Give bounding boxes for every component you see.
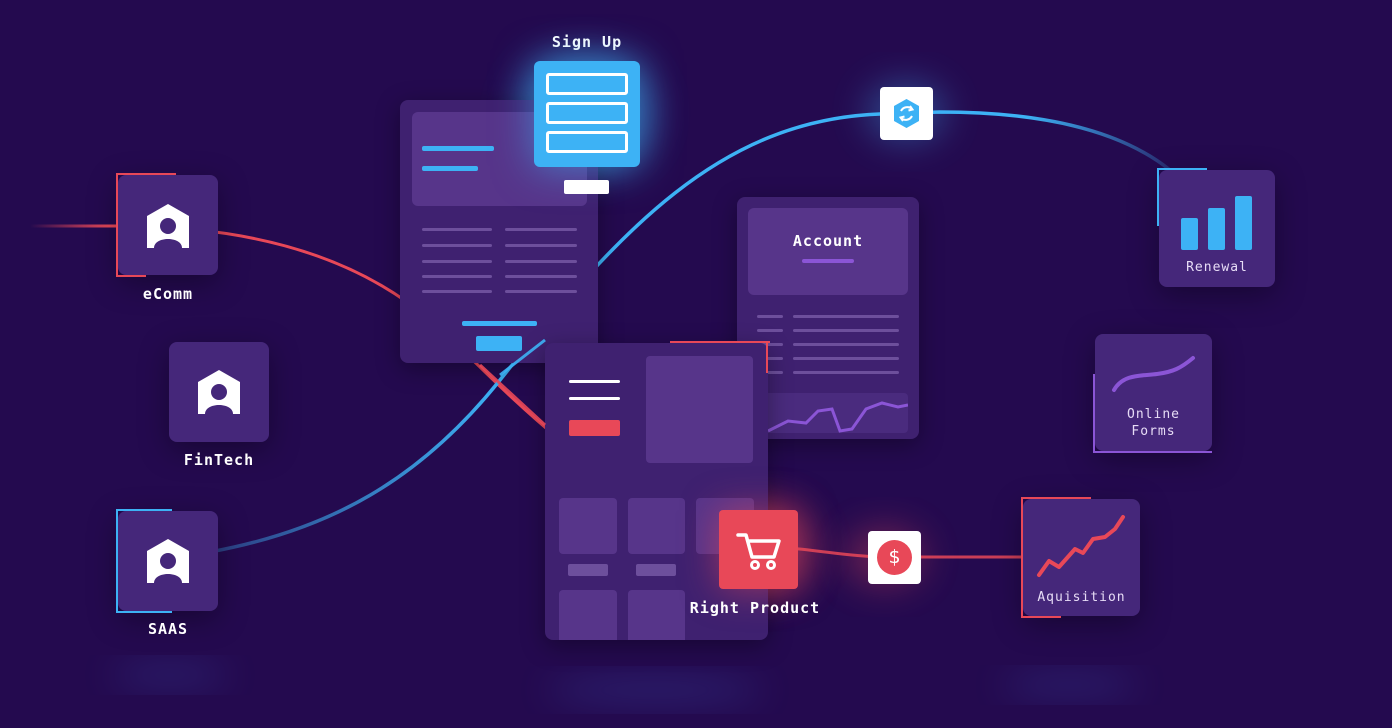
acquisition-tile[interactable]: Aquisition bbox=[1021, 497, 1140, 618]
online-forms-label-line2: Forms bbox=[1131, 424, 1176, 439]
signup-label: Sign Up bbox=[551, 33, 623, 51]
bar-chart-icon bbox=[1181, 196, 1252, 250]
segment-label-fintech: FinTech bbox=[183, 451, 255, 469]
acquisition-label: Aquisition bbox=[1037, 590, 1126, 605]
saas-path bbox=[209, 110, 1172, 554]
segment-tile-ecomm[interactable] bbox=[116, 173, 218, 277]
renewal-label: Renewal bbox=[1186, 260, 1248, 275]
curve-icon bbox=[1112, 356, 1195, 392]
segment-tile-fintech[interactable] bbox=[169, 342, 269, 442]
online-forms-label-line1: Online bbox=[1127, 407, 1180, 422]
user-house-icon bbox=[198, 370, 240, 414]
right-product-label: Right Product bbox=[689, 599, 821, 617]
user-house-icon bbox=[147, 204, 189, 248]
segment-label-ecomm: eComm bbox=[142, 285, 194, 303]
user-house-icon bbox=[147, 539, 189, 583]
segment-tile-saas[interactable] bbox=[116, 509, 218, 613]
cart-icon[interactable] bbox=[719, 510, 798, 589]
segment-label-saas: SAAS bbox=[147, 620, 189, 638]
sync-cube-icon[interactable] bbox=[880, 87, 933, 140]
rising-line-icon bbox=[1037, 515, 1125, 577]
product-card bbox=[545, 341, 770, 640]
signup-document bbox=[400, 100, 598, 363]
account-label: Account bbox=[792, 232, 864, 250]
dollar-icon[interactable]: $ bbox=[868, 531, 921, 584]
online-forms-tile[interactable]: Online Forms bbox=[1093, 334, 1212, 453]
form-icon[interactable] bbox=[534, 61, 640, 167]
renewal-tile[interactable]: Renewal bbox=[1157, 168, 1275, 287]
signup-submit-button[interactable] bbox=[564, 180, 609, 194]
